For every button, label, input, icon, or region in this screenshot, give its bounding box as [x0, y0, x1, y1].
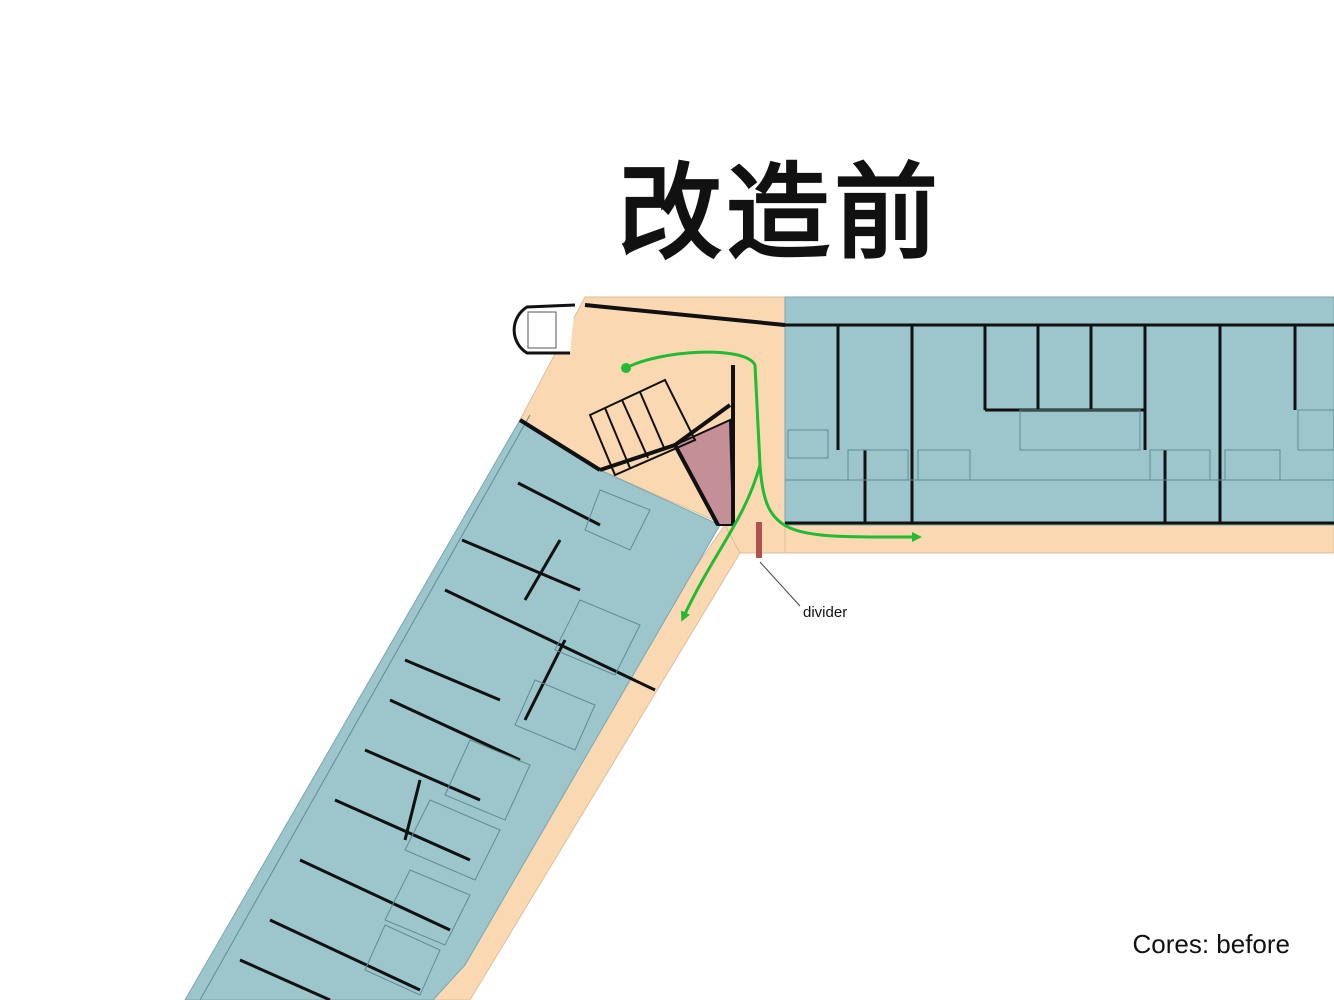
east-wing-units [784, 296, 1334, 526]
circulation-arrow [621, 350, 922, 622]
divider-marker [756, 522, 801, 607]
divider-label: divider [803, 604, 848, 621]
core-area [512, 303, 786, 526]
page-title: 改造前 [617, 152, 942, 274]
stair-icon [588, 378, 697, 477]
southwest-wing-units [184, 414, 721, 1000]
caption: Cores: before [1132, 929, 1290, 959]
